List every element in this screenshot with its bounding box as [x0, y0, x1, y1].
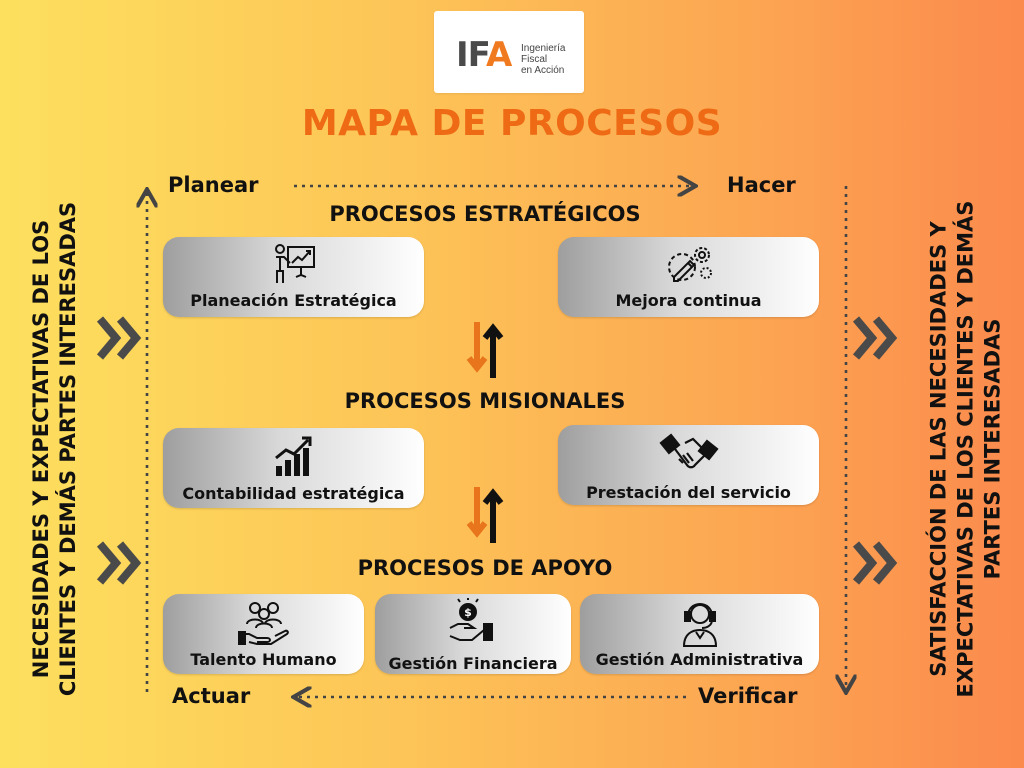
- money-hand-icon: $: [449, 598, 493, 641]
- card-planeacion[interactable]: Planeación Estratégica: [163, 237, 424, 317]
- updown-arrow-top: [466, 322, 504, 378]
- logo: IFA Ingeniería Fiscal en Acción: [434, 11, 584, 93]
- headset-agent-icon: [682, 603, 717, 647]
- section-estrategicos: PROCESOS ESTRATÉGICOS: [329, 202, 641, 226]
- card-label: Gestión Administrativa: [595, 650, 804, 669]
- card-label: Planeación Estratégica: [190, 291, 397, 310]
- logo-text: Ingeniería Fiscal en Acción: [521, 43, 566, 76]
- label-actuar: Actuar: [172, 684, 251, 708]
- side-text-right: SATISFACCIÓN DE LAS NECESIDADES Y EXPECT…: [926, 200, 1005, 698]
- label-hacer: Hacer: [727, 173, 796, 197]
- card-label: Contabilidad estratégica: [182, 484, 405, 503]
- chevron-right-icon: [852, 316, 898, 360]
- logo-mark: IFA: [456, 35, 512, 75]
- card-contabilidad[interactable]: Contabilidad estratégica: [163, 428, 424, 508]
- chevron-right-icon: [96, 541, 142, 585]
- growth-chart-icon: [274, 436, 311, 476]
- section-apoyo: PROCESOS DE APOYO: [357, 556, 613, 580]
- label-verificar: Verificar: [698, 684, 798, 708]
- side-text-left: NECESIDADES Y EXPECTATIVAS DE LOS CLIENT…: [29, 201, 80, 697]
- svg-text:$: $: [464, 606, 472, 619]
- presentation-icon: [274, 244, 315, 283]
- card-mejora[interactable]: Mejora continua: [558, 237, 819, 317]
- card-label: Mejora continua: [615, 291, 762, 310]
- section-misionales: PROCESOS MISIONALES: [344, 389, 626, 413]
- card-administrativa[interactable]: Gestión Administrativa: [580, 594, 819, 674]
- card-prestacion[interactable]: Prestación del servicio: [558, 425, 819, 505]
- chevron-right-icon: [852, 541, 898, 585]
- page-title: MAPA DE PROCESOS: [301, 103, 723, 144]
- card-talento[interactable]: Talento Humano: [163, 594, 364, 674]
- gear-pencil-icon: [667, 247, 712, 282]
- card-label: Gestión Financiera: [388, 654, 558, 673]
- card-label: Talento Humano: [190, 650, 337, 669]
- label-planear: Planear: [168, 173, 259, 197]
- chevron-right-icon: [96, 316, 142, 360]
- handshake-icon: [658, 433, 719, 469]
- updown-arrow-bottom: [466, 487, 504, 543]
- card-financiera[interactable]: $ Gestión Financiera: [375, 594, 571, 674]
- people-hand-icon: [237, 602, 289, 645]
- card-label: Prestación del servicio: [586, 483, 791, 502]
